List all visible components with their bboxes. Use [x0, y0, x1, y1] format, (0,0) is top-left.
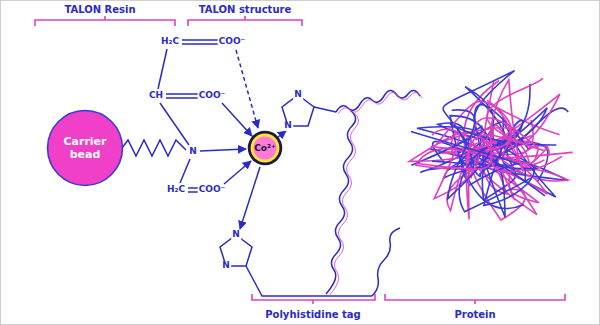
bracket-label: TALON structure	[199, 4, 291, 15]
bracket	[35, 16, 565, 304]
bracket-label: Protein	[454, 309, 495, 320]
chemical-bonds	[122, 40, 420, 296]
carrier-bead: Carrier bead	[46, 109, 124, 187]
bracket-label: TALON Resin	[64, 4, 135, 15]
atom-label: N	[283, 121, 293, 131]
atom-label: COO⁻	[218, 37, 247, 47]
protein-strand	[416, 80, 573, 171]
atom-label: N	[231, 230, 241, 240]
node-text: Co²⁺	[254, 143, 275, 153]
node-text: Carrier bead	[57, 135, 113, 161]
atom-label: CH	[148, 91, 164, 101]
atom-label: COO⁻	[198, 185, 227, 195]
atom-label: N	[188, 147, 198, 157]
atom-label: H₂C	[166, 185, 186, 195]
metal-ion: Co²⁺	[247, 130, 283, 166]
atom-label: N	[221, 261, 231, 271]
atom-label: COO⁻	[198, 91, 227, 101]
misregister-shadow	[329, 92, 422, 296]
bracket-label: Polyhistidine tag	[265, 309, 361, 320]
protein-tangle	[409, 71, 572, 220]
protein-strand	[411, 110, 530, 212]
atom-label: N	[293, 90, 303, 100]
atom-label: H₂C	[160, 37, 180, 47]
